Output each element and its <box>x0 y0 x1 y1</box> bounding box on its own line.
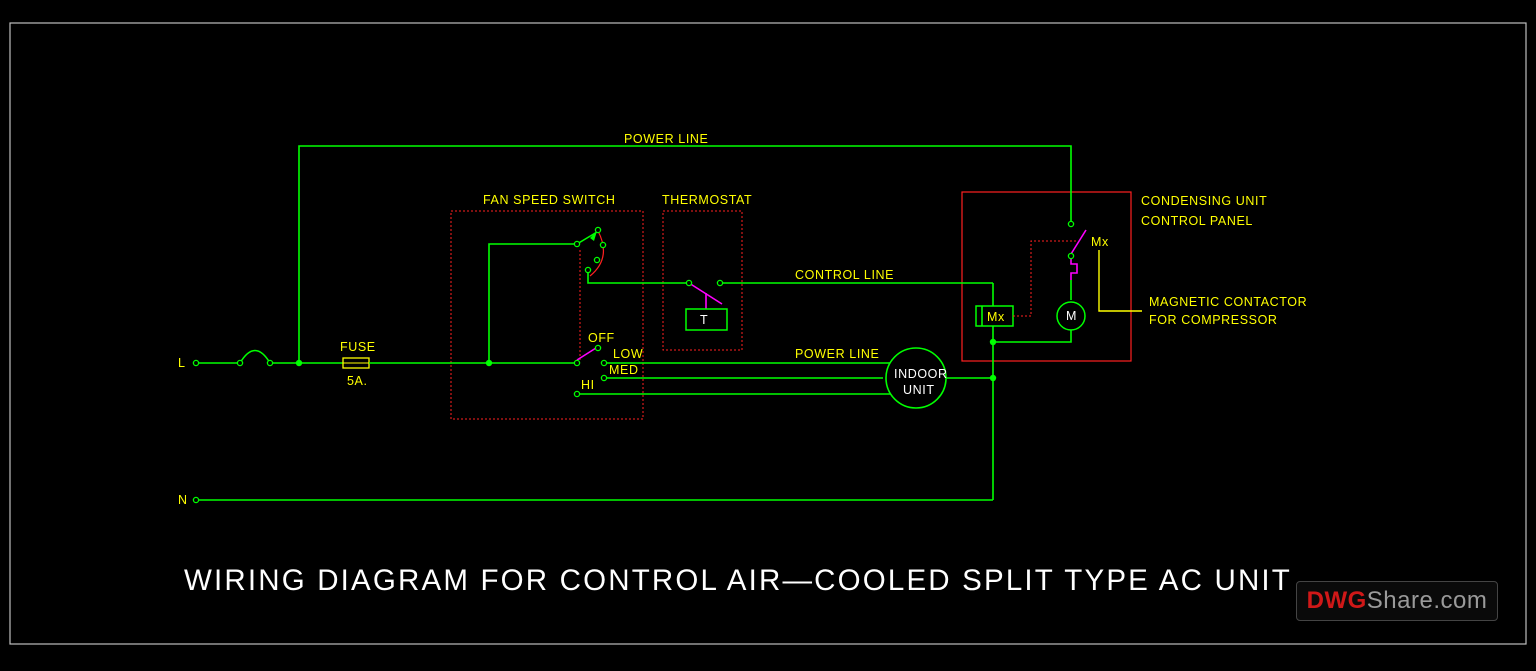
terminal-n-label: N <box>178 493 188 507</box>
thermostat-contact-a <box>685 279 693 287</box>
indoor-unit-circle <box>885 347 947 409</box>
breaker-terminal-a <box>236 359 244 367</box>
terminal-l-label: L <box>178 356 186 370</box>
junction-fan-feed <box>485 359 493 367</box>
fuse-rating-label: 5A. <box>347 374 368 388</box>
fan-switch-arc <box>589 230 605 277</box>
mx-contact-bottom <box>1067 252 1075 260</box>
condensing-unit-panel <box>961 191 1132 362</box>
power-line-top-label: POWER LINE <box>624 132 709 146</box>
fan-contact-off <box>594 344 602 352</box>
fan-contact-3 <box>599 241 607 249</box>
fan-contact-2 <box>594 226 602 234</box>
fan-contact-low <box>600 359 608 367</box>
thermostat-symbol: T <box>700 313 708 327</box>
thermostat-contact-b <box>716 279 724 287</box>
fan-speed-switch-label: FAN SPEED SWITCH <box>483 193 616 207</box>
magnetic-contactor-label-1: MAGNETIC CONTACTOR <box>1149 295 1307 309</box>
thermostat-bulb <box>685 308 728 331</box>
indoor-unit-label-2: UNIT <box>903 383 935 397</box>
junction-power <box>295 359 303 367</box>
motor-label: M <box>1066 309 1077 323</box>
fan-speed-switch-enclosure <box>450 210 644 420</box>
fan-contact-hi <box>573 390 581 398</box>
off-label: OFF <box>588 331 615 345</box>
fuse-label: FUSE <box>340 340 376 354</box>
drawing-frame <box>9 22 1527 645</box>
fan-contact-1 <box>573 240 581 248</box>
fan-contact-med <box>600 374 608 382</box>
mx-contact-blade <box>1070 229 1087 255</box>
condensing-unit-label-2: CONTROL PANEL <box>1141 214 1253 228</box>
terminal-n <box>192 496 200 504</box>
low-label: LOW <box>613 347 643 361</box>
contactor-leader <box>1098 250 1142 312</box>
fan-contact-5 <box>584 266 592 274</box>
power-line-top-wire <box>298 145 1072 363</box>
fan-switch-blade-top <box>576 231 598 245</box>
diagram-title: WIRING DIAGRAM FOR CONTROL AIR—COOLED SP… <box>184 564 1292 597</box>
fan-switch-to-thermostat <box>587 270 689 284</box>
thermostat-enclosure <box>662 210 743 351</box>
hi-label: HI <box>581 378 595 392</box>
condensing-unit-label-1: CONDENSING UNIT <box>1141 194 1267 208</box>
breaker-terminal-b <box>266 359 274 367</box>
magnetic-contactor-label-2: FOR COMPRESSOR <box>1149 313 1278 327</box>
fan-switch-feed-wire <box>488 243 577 363</box>
mx-contact-overload <box>1070 258 1078 280</box>
thermostat-label: THERMOSTAT <box>662 193 752 207</box>
mx-contact-top <box>1067 220 1075 228</box>
brand-part-1: DWG <box>1306 587 1367 614</box>
motor-return-wire <box>993 330 1072 343</box>
breaker-arc <box>239 349 271 364</box>
hi-wire <box>577 393 898 400</box>
fan-switch-blade-off <box>576 347 597 361</box>
med-label: MED <box>609 363 639 377</box>
control-line-label: CONTROL LINE <box>795 268 894 282</box>
junction-coil <box>989 338 997 346</box>
junction-indoor <box>989 374 997 382</box>
mx-coil-label: Mx <box>987 310 1005 324</box>
fan-contact-4 <box>593 256 601 264</box>
indoor-unit-label-1: INDOOR <box>894 367 948 381</box>
brand-part-2: Share.com <box>1366 587 1488 614</box>
terminal-l <box>192 359 200 367</box>
mx-contact-label: Mx <box>1091 235 1109 249</box>
fan-switch-arrow <box>590 231 597 241</box>
mx-link-red <box>1013 240 1078 317</box>
power-line-mid-label: POWER LINE <box>795 347 880 361</box>
fan-contact-off-pivot <box>573 359 581 367</box>
